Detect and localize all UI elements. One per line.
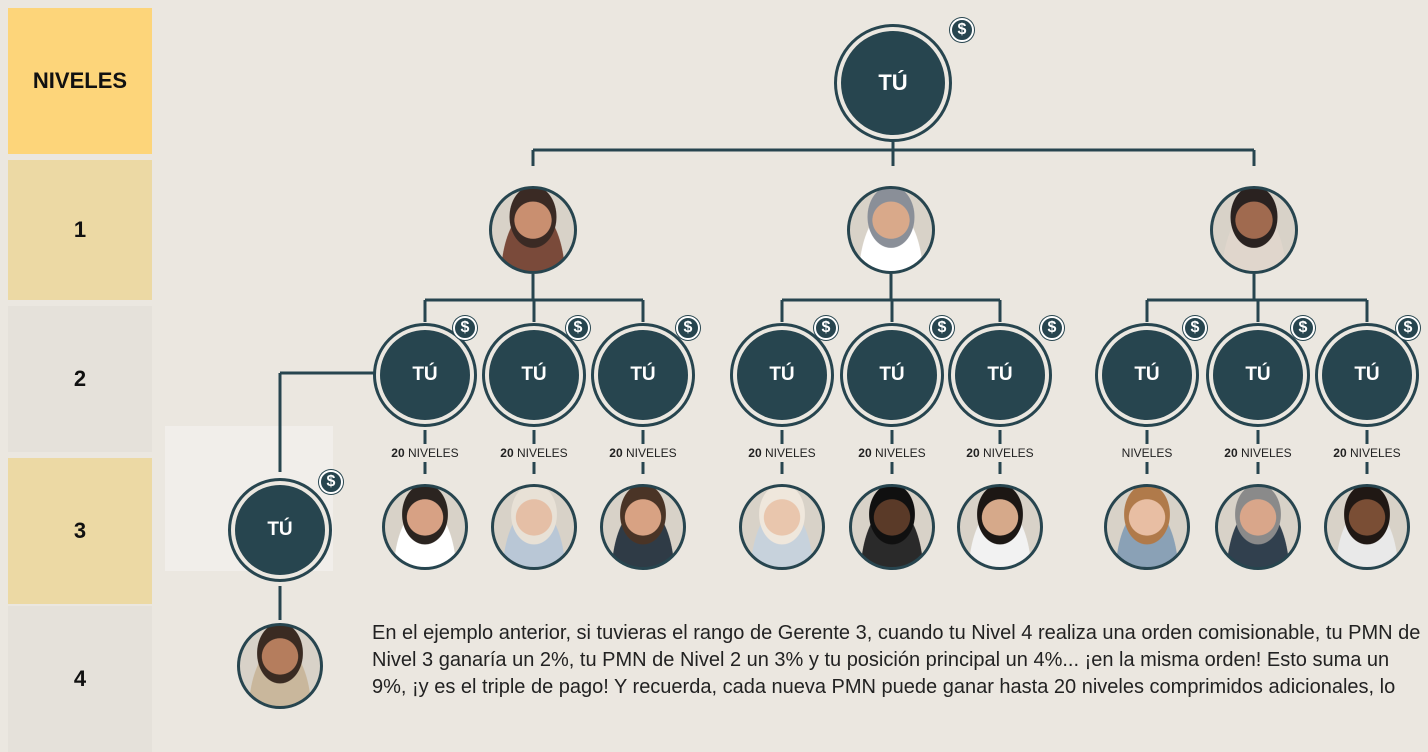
levels-badge-count: 20 xyxy=(966,446,980,460)
tu-node: TÚ xyxy=(841,31,945,135)
dollar-coin-icon: $ xyxy=(453,316,477,340)
person-photo xyxy=(847,186,935,274)
levels-badge-count: 20 xyxy=(748,446,762,460)
levels-badge: 20 NIVELES xyxy=(391,446,458,460)
levels-badge: 20 NIVELES xyxy=(609,446,676,460)
levels-badge-count: 20 xyxy=(500,446,514,460)
tu-node: TÚ xyxy=(1322,330,1412,420)
levels-badge: 20 NIVELES xyxy=(500,446,567,460)
person-photo xyxy=(491,484,577,570)
person-photo xyxy=(600,484,686,570)
person-photo xyxy=(849,484,935,570)
dollar-coin-icon: $ xyxy=(676,316,700,340)
level-row-2: 2 xyxy=(8,306,152,452)
level-row-4: 4 xyxy=(8,606,152,752)
levels-badge: NIVELES xyxy=(1122,446,1173,460)
dollar-coin-icon: $ xyxy=(814,316,838,340)
person-photo xyxy=(1215,484,1301,570)
levels-badge-word: NIVELES xyxy=(408,446,459,460)
levels-badge-count: 20 xyxy=(609,446,623,460)
tu-node: TÚ xyxy=(598,330,688,420)
dollar-coin-icon: $ xyxy=(950,18,974,42)
tu-node: TÚ xyxy=(737,330,827,420)
dollar-coin-icon: $ xyxy=(319,470,343,494)
level-row-3: 3 xyxy=(8,458,152,604)
levels-header: NIVELES xyxy=(8,8,152,154)
person-photo xyxy=(237,623,323,709)
level-row-1: 1 xyxy=(8,160,152,300)
levels-badge-count: 20 xyxy=(391,446,405,460)
dollar-coin-icon: $ xyxy=(1396,316,1420,340)
levels-badge-word: NIVELES xyxy=(517,446,568,460)
levels-badge-word: NIVELES xyxy=(875,446,926,460)
levels-badge: 20 NIVELES xyxy=(858,446,925,460)
dollar-coin-icon: $ xyxy=(1040,316,1064,340)
levels-badge-word: NIVELES xyxy=(1350,446,1401,460)
levels-badge-count: 20 xyxy=(1333,446,1347,460)
dollar-coin-icon: $ xyxy=(566,316,590,340)
levels-badge: 20 NIVELES xyxy=(966,446,1033,460)
tu-node: TÚ xyxy=(489,330,579,420)
tu-node: TÚ xyxy=(1102,330,1192,420)
explanation-paragraph: En el ejemplo anterior, si tuvieras el r… xyxy=(372,622,1421,698)
person-photo xyxy=(739,484,825,570)
person-photo xyxy=(1210,186,1298,274)
levels-badge-word: NIVELES xyxy=(983,446,1034,460)
levels-badge-count: 20 xyxy=(1224,446,1238,460)
levels-badge: 20 NIVELES xyxy=(748,446,815,460)
person-photo xyxy=(1324,484,1410,570)
tu-node: TÚ xyxy=(1213,330,1303,420)
levels-badge-word: NIVELES xyxy=(626,446,677,460)
person-photo xyxy=(489,186,577,274)
levels-badge: 20 NIVELES xyxy=(1333,446,1400,460)
tu-node: TÚ xyxy=(235,485,325,575)
dollar-coin-icon: $ xyxy=(930,316,954,340)
tu-node: TÚ xyxy=(847,330,937,420)
levels-badge-count: 20 xyxy=(858,446,872,460)
dollar-coin-icon: $ xyxy=(1291,316,1315,340)
tu-node: TÚ xyxy=(380,330,470,420)
person-photo xyxy=(957,484,1043,570)
person-photo xyxy=(382,484,468,570)
levels-badge: 20 NIVELES xyxy=(1224,446,1291,460)
levels-badge-word: NIVELES xyxy=(765,446,816,460)
person-photo xyxy=(1104,484,1190,570)
tu-node: TÚ xyxy=(955,330,1045,420)
levels-badge-word: NIVELES xyxy=(1121,446,1173,460)
dollar-coin-icon: $ xyxy=(1183,316,1207,340)
levels-badge-word: NIVELES xyxy=(1241,446,1292,460)
